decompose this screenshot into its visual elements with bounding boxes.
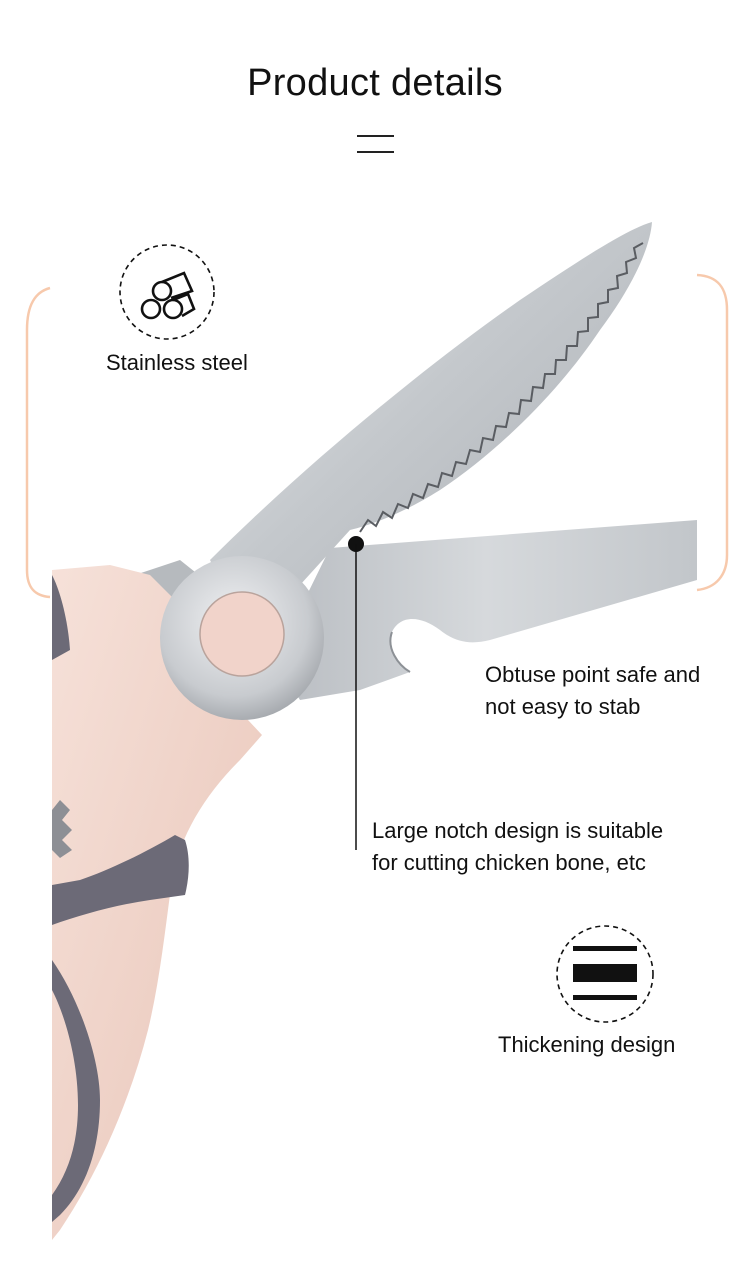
title-divider-bottom [357, 151, 394, 153]
obtuse-point-line-2: not easy to stab [485, 694, 641, 719]
thickening-design-badge [556, 925, 654, 1023]
stainless-steel-label: Stainless steel [106, 350, 248, 375]
steel-rods-icon [140, 271, 196, 320]
handle-teeth [52, 800, 72, 858]
left-bracket-decoration [25, 286, 51, 599]
upper-blade [210, 222, 652, 640]
layered-bars-icon [573, 946, 637, 1000]
handle-outer [52, 565, 262, 1240]
obtuse-point-line-1: Obtuse point safe and [485, 662, 701, 687]
handle-inner-stripe [52, 960, 100, 1222]
bone-notch-icon [389, 631, 411, 673]
page-title: Product details [247, 62, 503, 104]
large-notch-line-2: for cutting chicken bone, etc [372, 850, 646, 875]
right-bracket-decoration [696, 273, 729, 592]
stainless-steel-badge [119, 244, 215, 340]
upper-blade-serration [359, 242, 644, 533]
large-notch-line-1: Large notch design is suitable [372, 818, 664, 843]
handle-grip-stripe [52, 835, 189, 925]
thickening-design-label: Thickening design [498, 1032, 676, 1057]
title-divider-top [357, 135, 394, 137]
lower-blade [275, 520, 697, 700]
pivot-screw [199, 591, 285, 677]
handle-upper-grip [52, 575, 70, 660]
